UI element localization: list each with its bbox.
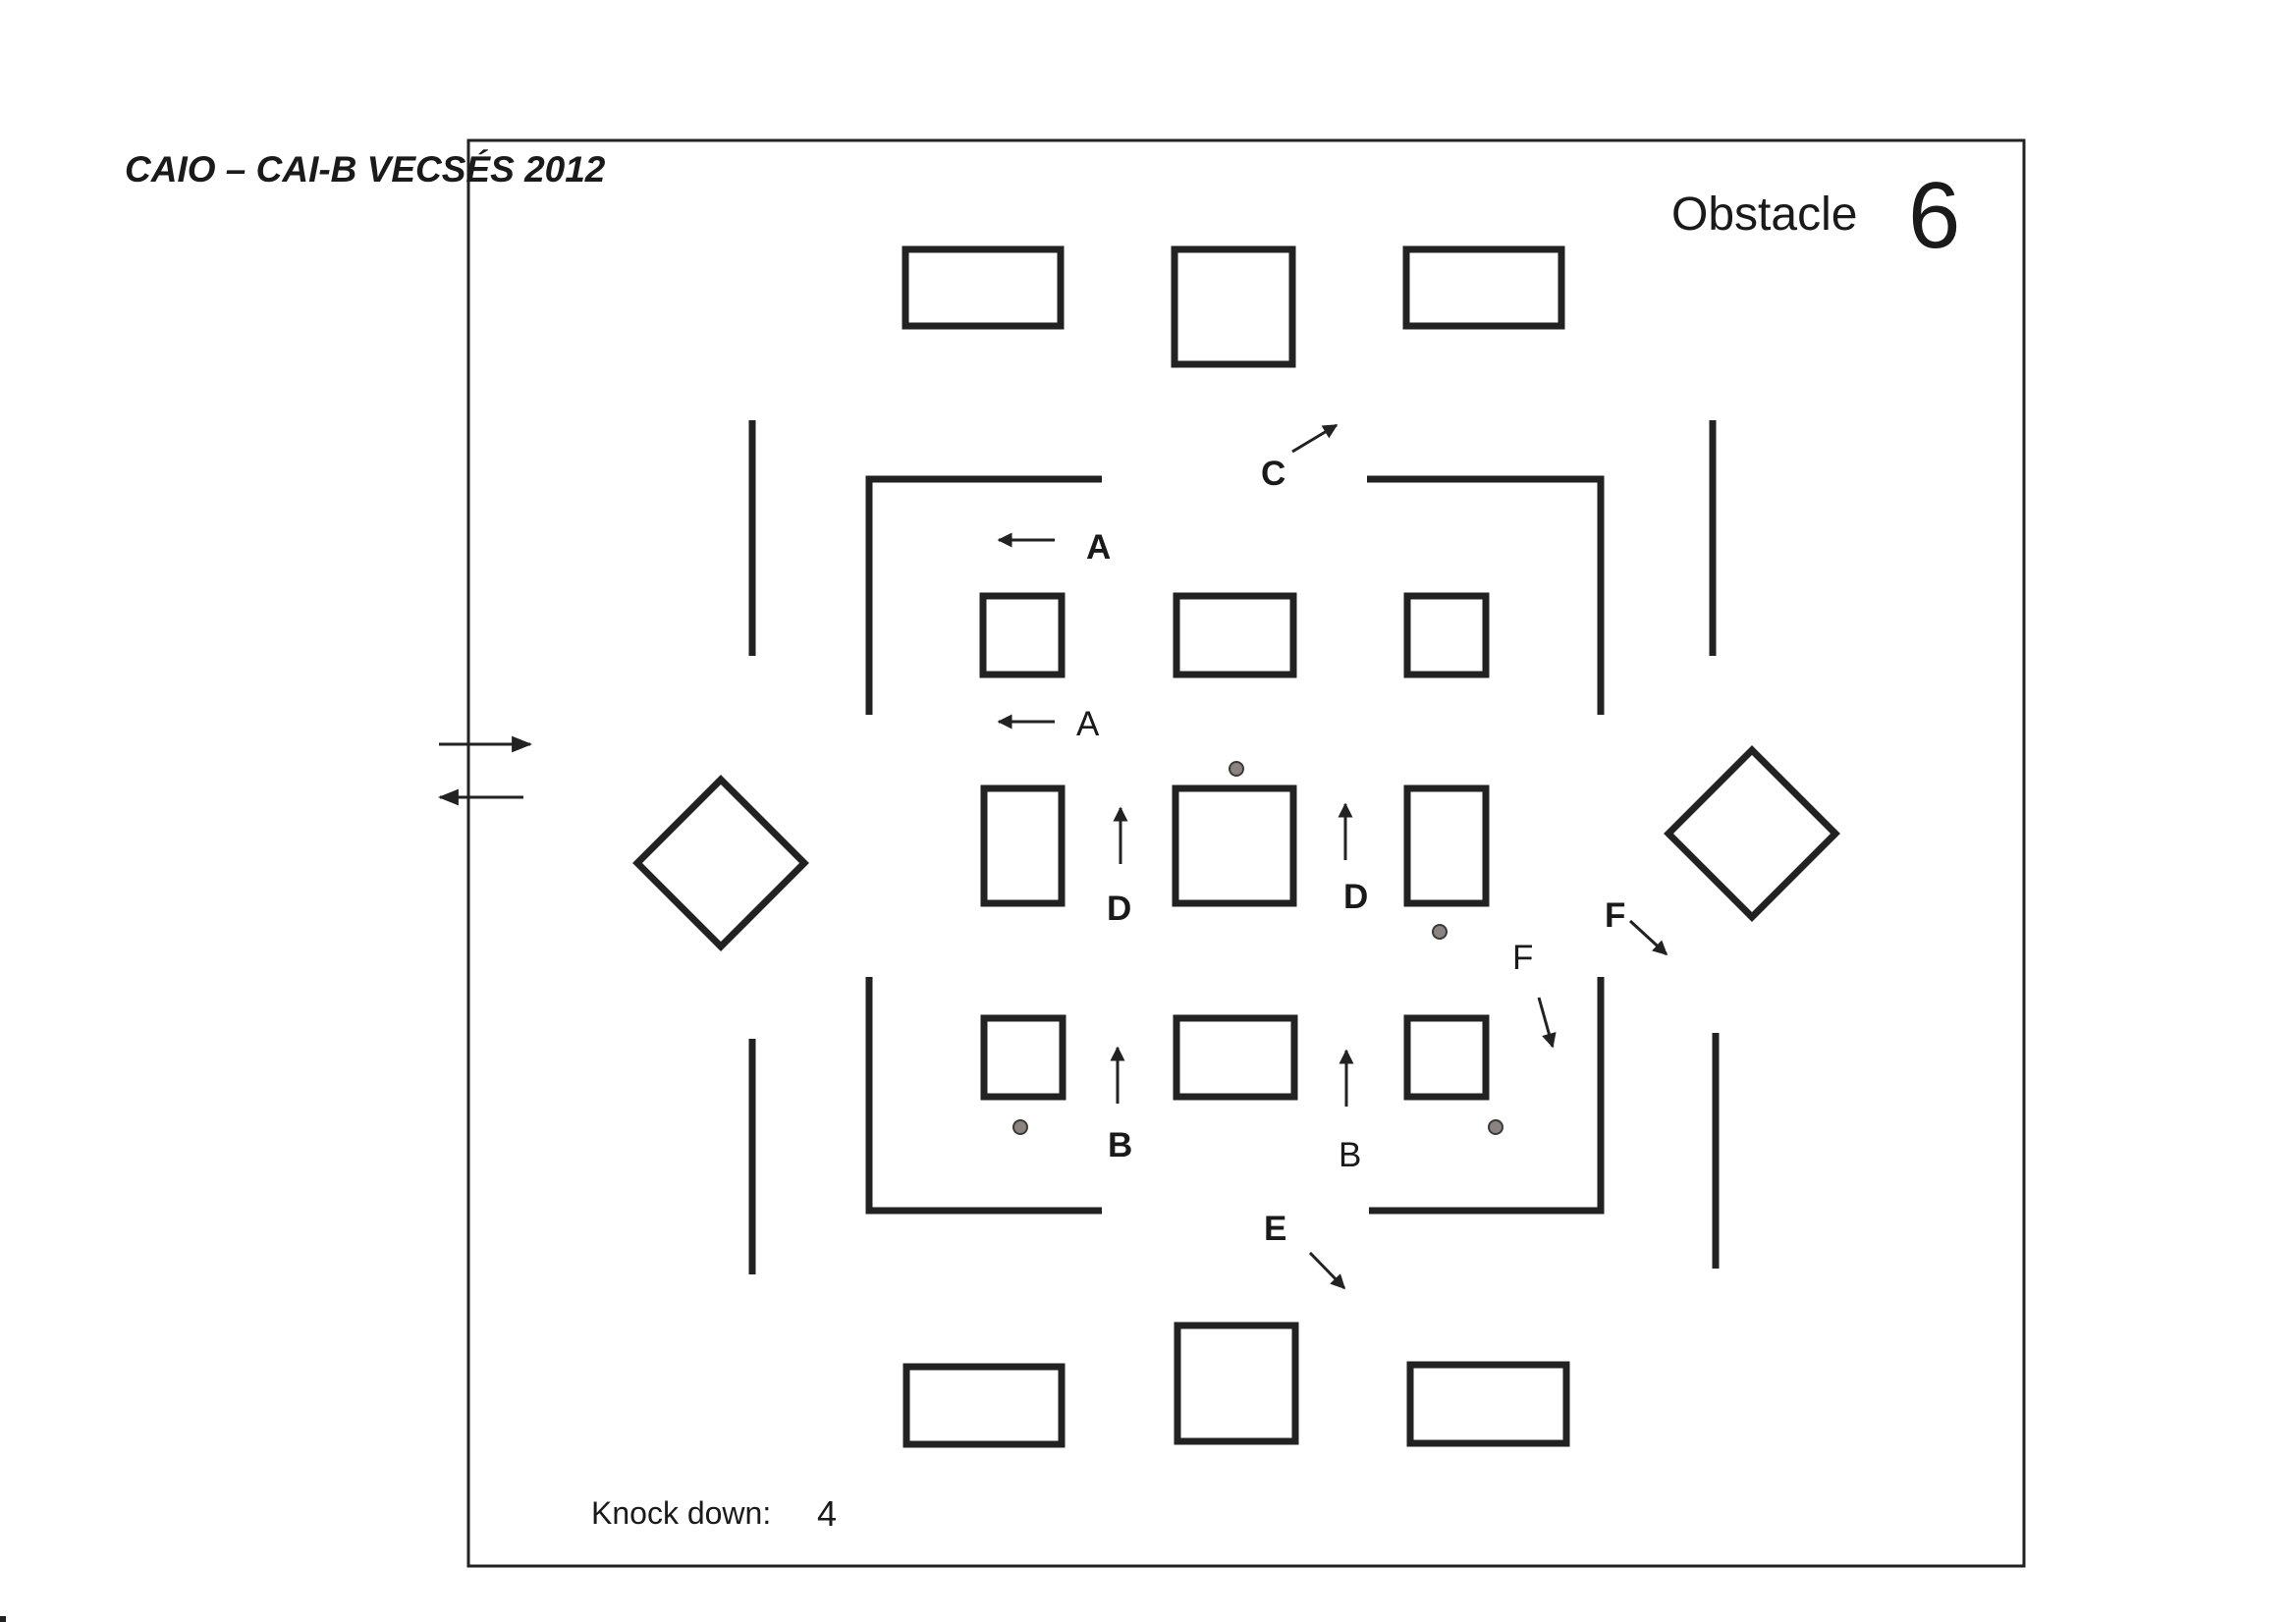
corner-fence-top-right	[1367, 475, 1605, 715]
diamond-right	[1664, 745, 1840, 922]
gate-e-arrow	[1308, 1251, 1346, 1290]
ball-bottom-right	[1488, 1119, 1503, 1135]
element-inner-top-left	[979, 592, 1066, 678]
ball-middle-right	[1432, 924, 1448, 940]
element-inner-top-right	[1403, 592, 1490, 678]
element-inner-bottom-left	[980, 1014, 1066, 1101]
element-inner-top-center	[1173, 592, 1297, 678]
event-title: CAIO – CAI-B VECSÉS 2012	[125, 149, 606, 189]
element-top-left	[902, 245, 1065, 330]
gate-f-outer-arrow	[1628, 919, 1668, 956]
gate-c-label: C	[1261, 455, 1285, 493]
corner-fence-bottom-left	[865, 977, 1102, 1215]
obstacle-frame	[466, 138, 2026, 1568]
knockdown-label: Knock down:	[591, 1495, 771, 1531]
element-bottom-center	[1174, 1322, 1299, 1445]
knockdown-value: 4	[817, 1493, 837, 1534]
gate-b-left-label: B	[1108, 1126, 1132, 1164]
element-bottom-right	[1406, 1361, 1570, 1447]
gate-e-label: E	[1264, 1210, 1286, 1248]
element-middle-center	[1172, 784, 1297, 907]
gate-a-mid-label: A	[1076, 705, 1100, 743]
obstacle-number: 6	[1908, 163, 1960, 268]
gate-b-right-label: B	[1339, 1136, 1361, 1174]
diamond-left	[632, 775, 809, 951]
element-inner-bottom-right	[1403, 1014, 1490, 1101]
element-bottom-left	[902, 1363, 1066, 1448]
obstacle-word: Obstacle	[1671, 189, 1857, 241]
gate-d-left-label: D	[1107, 890, 1131, 928]
scan-edge-mark	[0, 1616, 6, 1622]
gate-f-inner-label: F	[1512, 939, 1533, 977]
gate-a-top-label: A	[1086, 528, 1111, 567]
element-top-right	[1402, 245, 1565, 330]
element-top-center	[1171, 245, 1296, 368]
corner-fence-top-left	[865, 475, 1102, 715]
gate-d-right-label: D	[1343, 878, 1368, 916]
gate-f-outer-label: F	[1605, 896, 1625, 935]
corner-fence-bottom-right	[1369, 977, 1605, 1215]
ball-bottom-left	[1012, 1119, 1028, 1135]
element-inner-bottom-center	[1173, 1014, 1298, 1101]
gate-c-arrow	[1291, 423, 1339, 454]
gate-f-inner-arrow	[1537, 997, 1557, 1049]
element-middle-right	[1403, 784, 1490, 907]
element-middle-left	[980, 784, 1066, 907]
ball-top-center	[1229, 761, 1244, 777]
